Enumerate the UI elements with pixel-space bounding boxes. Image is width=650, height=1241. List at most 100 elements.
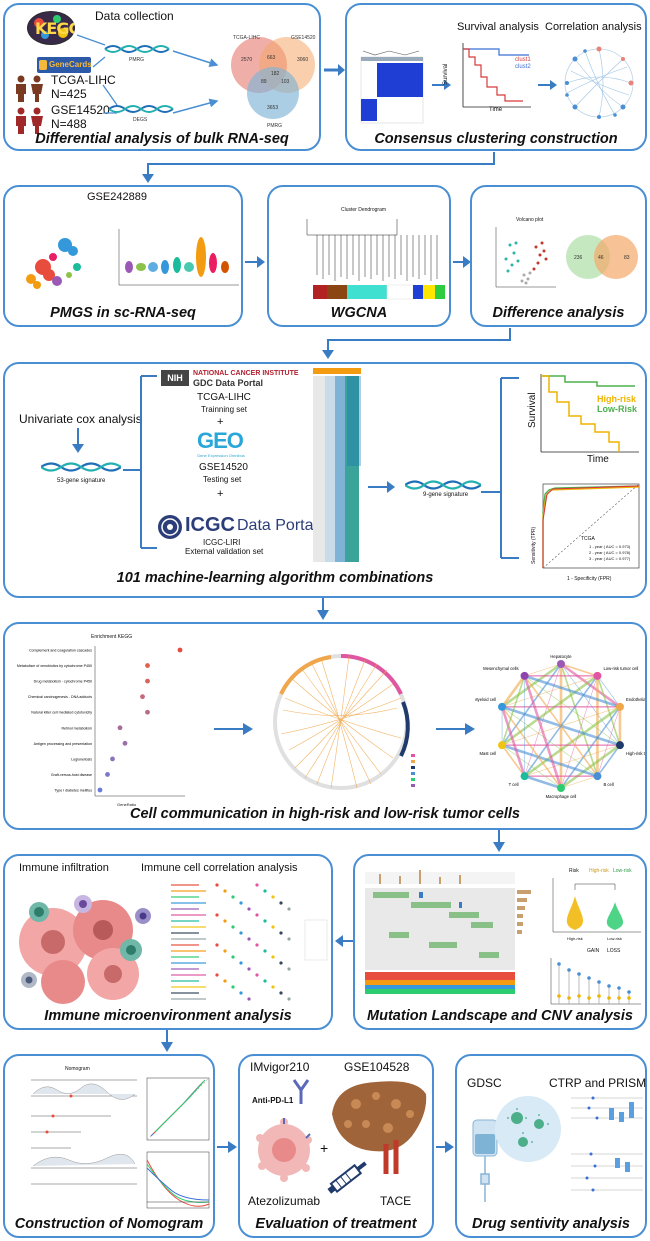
network-edge [500, 706, 526, 777]
network-node-label: Mast cell [480, 751, 497, 756]
chord-diagram [273, 653, 410, 790]
network-node [557, 660, 565, 668]
venn-label-a: TCGA-LIHC [233, 35, 260, 41]
immune-dot [263, 949, 267, 953]
plus-sign: + [217, 416, 224, 428]
network-node [520, 772, 529, 781]
network-edge [524, 675, 621, 746]
venn-val: 83 [624, 255, 630, 261]
network-edge [523, 705, 621, 778]
correlation-label: Immune cell correlation analysis [141, 862, 298, 874]
network-node [593, 671, 602, 680]
icgc-liri-label: ICGC-LIRI [203, 538, 241, 547]
dca-chart [146, 1151, 210, 1209]
kegg-dot [145, 709, 150, 715]
network-edge [524, 774, 562, 790]
immune-dot [271, 925, 275, 929]
venn-diagram [566, 235, 638, 279]
sig53-label: 53-gene signature [57, 478, 106, 484]
kegg-term-label: Metabolism of xenobiotics by cytochrome … [17, 664, 92, 668]
km-chart [462, 43, 531, 108]
km-ylabel: Survival [443, 63, 449, 85]
network-edge [501, 744, 562, 789]
gdsc-label: GDSC [467, 1076, 502, 1090]
immune-dot [255, 883, 259, 887]
kegg-term-label: Complement and coagulation cascades [29, 649, 92, 653]
infiltration-label: Immune infiltration [19, 862, 109, 874]
arrow-right-icon [436, 723, 475, 735]
immune-row-label [171, 962, 206, 964]
network-edge [560, 706, 621, 789]
plus-sign: + [320, 1140, 329, 1156]
kegg-dot [145, 663, 150, 668]
tumor-cells-illustration [19, 895, 151, 1004]
immune-dot [215, 943, 219, 947]
kegg-term-label: Retinol metabolism [61, 726, 92, 730]
chord-legend [411, 754, 415, 787]
panel-caption: Consensus clustering construction [374, 131, 618, 147]
gse-label: GSE14520 [199, 462, 248, 473]
roc-ylabel: Sensitivity (TPR) [531, 526, 537, 564]
panel-ml-combinations: Univariate cox analysis 53-gene signatur… [3, 362, 647, 598]
dna-helix-icon [405, 480, 481, 490]
training-label: Trainning set [201, 405, 247, 414]
loss-legend: LOSS [607, 948, 621, 954]
venn-val: 236 [574, 255, 583, 261]
arrow-right-icon [368, 481, 395, 493]
roc-legend-item: 2 - year ( AUC = 0.978) [589, 550, 631, 555]
immune-dot [223, 919, 227, 923]
dna-helix-icon [41, 462, 121, 472]
network-node [498, 741, 507, 750]
data-collection-label: Data collection [95, 9, 174, 23]
immune-dot [239, 991, 243, 995]
arrow-right-icon [214, 723, 253, 735]
antipdl1-label: Anti-PD-L1 [252, 1096, 294, 1105]
immune-row-label [171, 914, 206, 916]
venn-val: 3653 [267, 105, 279, 111]
network-node-label: Macrophage cell [546, 794, 577, 799]
icgc-label: ICGC [185, 514, 235, 536]
network-node-label: Mesenchymal cells [483, 666, 518, 671]
panel-mutation-cnv: Risk High-risk Low-risk High-risk Low-ri… [353, 854, 647, 1030]
immune-row-label [171, 992, 199, 994]
connector-lines [76, 34, 219, 114]
nomogram-title: Nomogram [65, 1066, 90, 1072]
venn-diagram [231, 37, 315, 119]
immune-dot [287, 907, 291, 911]
violin-group-high: High-risk [567, 936, 583, 941]
immune-dot [279, 991, 283, 995]
tcga-label: TCGA-LIHC [197, 392, 251, 403]
icgc-logo-icon [158, 515, 182, 539]
correlation-circle [564, 46, 634, 119]
cell-zoom-icon [495, 1096, 561, 1162]
violin-group-low: Low-risk [607, 936, 622, 941]
geo-logo: GEO [197, 428, 244, 453]
venn-label-c: PMRG [267, 123, 282, 129]
univariate-label: Univariate cox analysis [19, 412, 142, 426]
gain-legend: GAIN [587, 948, 600, 954]
panel-caption: Differential analysis of bulk RNA-seq [35, 131, 289, 147]
immune-dot [215, 973, 219, 977]
immune-dot [287, 937, 291, 941]
km-low-label: Low-Risk [597, 404, 638, 414]
panel-caption: Immune microenvironment analysis [44, 1008, 292, 1024]
panel-cell-communication: Enrichment KEGG Complement and coagulati… [3, 622, 647, 830]
panel-title: GSE242889 [87, 191, 147, 203]
kegg-dotplot: Complement and coagulation cascadesMetab… [17, 646, 185, 797]
network-edge [560, 663, 598, 677]
kegg-logo: KEGG [27, 11, 75, 45]
immune-row-label [171, 980, 199, 982]
network-edge [524, 744, 621, 777]
panel-nomogram: Nomogram Construction of Nomogram [3, 1054, 215, 1238]
immune-row-label [171, 950, 206, 952]
immune-row-label [171, 974, 206, 976]
kegg-dot [97, 787, 103, 793]
immune-dot [239, 931, 243, 935]
kegg-dot [110, 756, 115, 762]
violin-plot [118, 229, 239, 286]
venn-val: 3060 [297, 57, 309, 63]
immune-dot [287, 997, 291, 1001]
immune-row-label [171, 968, 199, 970]
network-edge [501, 675, 526, 746]
panel-caption: Construction of Nomogram [14, 1216, 204, 1232]
